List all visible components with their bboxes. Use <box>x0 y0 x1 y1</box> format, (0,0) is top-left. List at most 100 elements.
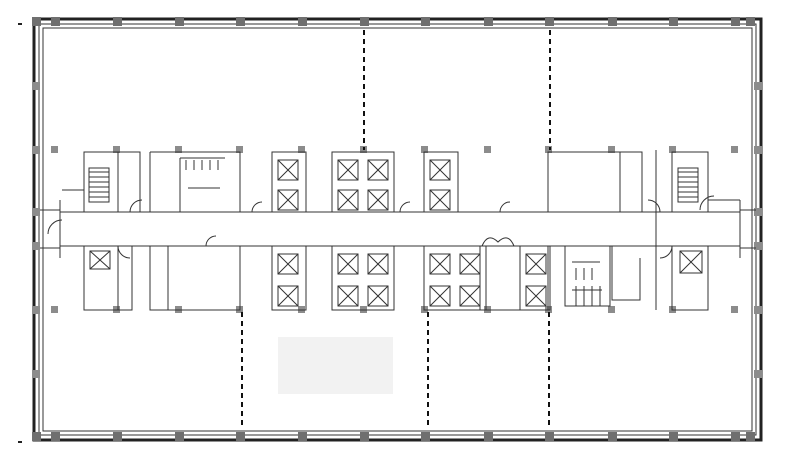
elevator-car-cross <box>367 285 389 307</box>
elevator-car-cross <box>367 253 389 275</box>
west-restroom <box>149 151 241 311</box>
perimeter-column <box>175 17 184 26</box>
elevator-bank-outline <box>271 245 307 311</box>
perimeter-column <box>360 432 369 441</box>
elevator-car <box>525 253 547 275</box>
elevator-bank-outline <box>423 151 459 213</box>
perimeter-column <box>175 432 184 441</box>
elevator-bank <box>519 245 551 311</box>
door-swings <box>47 195 715 259</box>
elevator-car-cross <box>367 189 389 211</box>
elevator-car-cross <box>337 189 359 211</box>
elevator-car <box>277 159 299 181</box>
perimeter-column <box>32 17 41 26</box>
elevator-car <box>429 159 451 181</box>
perimeter-column <box>731 17 740 26</box>
west-stair <box>62 151 141 213</box>
elevator-bank <box>271 151 307 213</box>
wash-patch <box>278 337 393 394</box>
east-service <box>479 151 643 311</box>
perimeter-column <box>746 17 755 26</box>
interior-column <box>731 306 738 313</box>
interior-column <box>731 146 738 153</box>
interior-column <box>51 306 58 313</box>
perimeter-column <box>545 17 554 26</box>
perimeter-column <box>113 17 122 26</box>
interior-column <box>421 146 428 153</box>
elevator-bank-outline <box>271 151 307 213</box>
elevator-car-cross <box>337 159 359 181</box>
elevator-car-cross <box>277 253 299 275</box>
elevator-car-cross <box>525 285 547 307</box>
elevator-car <box>277 189 299 211</box>
elevator-car-cross <box>277 285 299 307</box>
elevator-bank-outline <box>331 151 395 213</box>
elevator-car <box>367 285 389 307</box>
elevator-car <box>367 253 389 275</box>
perimeter-column <box>669 432 678 441</box>
elevator-car <box>429 189 451 211</box>
elevator-car <box>367 159 389 181</box>
elevator-bank-outline <box>331 245 395 311</box>
elevator-car <box>337 285 359 307</box>
perimeter-column <box>421 17 430 26</box>
perimeter-column <box>236 432 245 441</box>
perimeter-column <box>754 82 762 90</box>
perimeter-column <box>754 242 762 250</box>
perimeter-column <box>298 17 307 26</box>
elevator-bank <box>331 245 395 311</box>
elevator-car-cross <box>429 285 451 307</box>
elevator-car-cross <box>525 253 547 275</box>
perimeter-column <box>731 432 740 441</box>
east-stair <box>655 150 740 311</box>
perimeter-column <box>484 432 493 441</box>
perimeter-column <box>754 208 762 216</box>
elevator-car-cross <box>277 189 299 211</box>
elevator-car-cross <box>429 159 451 181</box>
perimeter-column <box>754 146 762 154</box>
perimeter-column <box>298 432 307 441</box>
interior-column <box>484 146 491 153</box>
perimeter-column <box>51 17 60 26</box>
perimeter-column <box>484 17 493 26</box>
elevator-car-cross <box>277 159 299 181</box>
west-service <box>83 245 133 311</box>
elevator-car-cross <box>459 253 481 275</box>
elevator-car <box>367 189 389 211</box>
elevator-bank <box>423 151 459 213</box>
perimeter-column <box>545 432 554 441</box>
interior-column <box>298 146 305 153</box>
interior-column <box>545 146 552 153</box>
elevator-car-cross <box>337 285 359 307</box>
elevator-car <box>277 285 299 307</box>
perimeter-column <box>754 370 762 378</box>
perimeter-column <box>608 17 617 26</box>
perimeter-column <box>421 432 430 441</box>
elevator-car <box>429 253 451 275</box>
perimeter-column <box>51 432 60 441</box>
elevator-car <box>525 285 547 307</box>
perimeter-column <box>669 17 678 26</box>
edge-ticks <box>18 23 22 443</box>
elevator-bank <box>423 245 487 311</box>
perimeter-column <box>32 208 40 216</box>
elevator-car-cross <box>367 159 389 181</box>
interior-column <box>175 146 182 153</box>
elevator-car <box>429 285 451 307</box>
elevator-car <box>277 253 299 275</box>
perimeter-column <box>32 146 40 154</box>
perimeter-column <box>113 432 122 441</box>
perimeter-column <box>360 17 369 26</box>
perimeter-column <box>32 306 40 314</box>
interior-column <box>51 146 58 153</box>
perimeter-columns <box>32 17 762 441</box>
partition-lines <box>241 30 551 425</box>
elevator-car <box>337 253 359 275</box>
perimeter-column <box>32 82 40 90</box>
interior-column <box>236 146 243 153</box>
perimeter-column <box>608 432 617 441</box>
elevator-car <box>337 189 359 211</box>
perimeter-column <box>236 17 245 26</box>
elevator-car-cross <box>459 285 481 307</box>
